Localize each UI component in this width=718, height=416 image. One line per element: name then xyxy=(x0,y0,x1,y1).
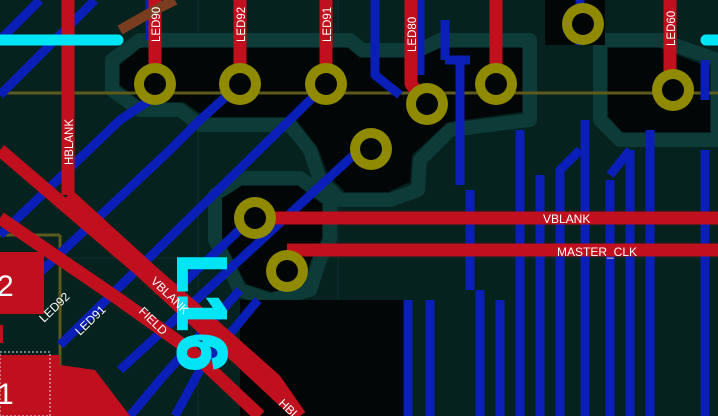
refdes-text: L16 xyxy=(166,255,238,374)
small-pad xyxy=(0,325,3,343)
copper-trace-top xyxy=(117,0,178,35)
through-hole-pads[interactable] xyxy=(134,3,694,292)
net-label-led80: LED80 xyxy=(407,17,419,52)
smd-pad-1[interactable] xyxy=(0,355,130,416)
net-label-led90: LED90 xyxy=(151,7,163,42)
net-label-led92: LED92 xyxy=(236,7,248,42)
pad-selection-box xyxy=(0,351,51,416)
net-label-master-clk: MASTER_CLK xyxy=(557,245,637,259)
net-label-hblank: HBLANK xyxy=(64,119,76,165)
net-label-led60: LED60 xyxy=(666,11,678,46)
smd-pad-2[interactable] xyxy=(0,252,44,314)
pad-1-label: 1 xyxy=(0,378,14,411)
refdes-l16: L16 xyxy=(163,252,241,377)
net-label-vblank: VBLANK xyxy=(543,212,590,226)
pad-2-label: 2 xyxy=(0,270,14,303)
net-label-led91: LED91 xyxy=(322,7,334,42)
